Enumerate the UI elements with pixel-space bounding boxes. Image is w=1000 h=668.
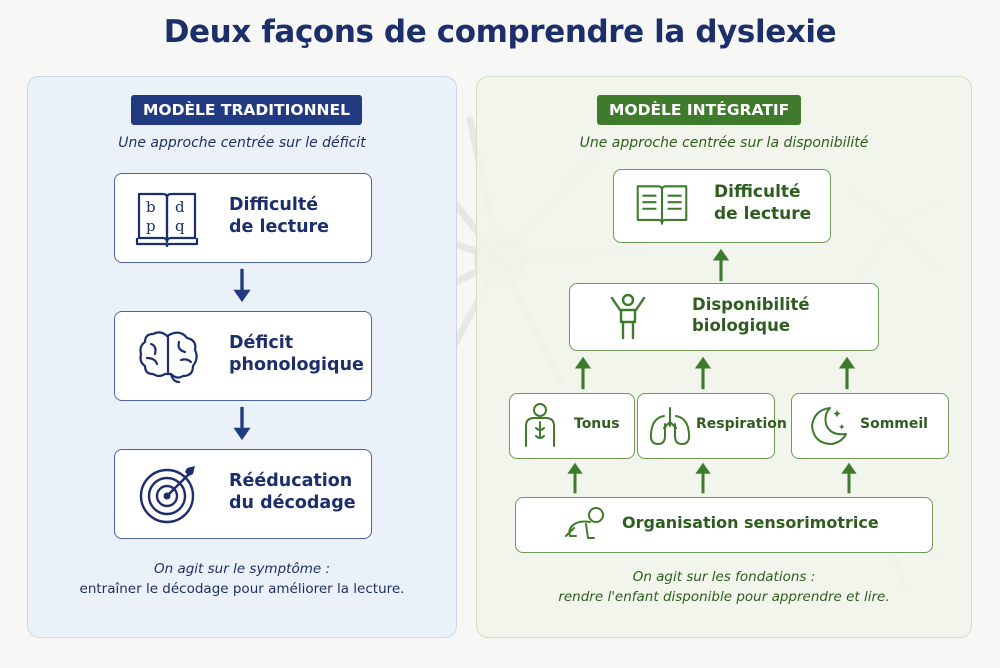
integrative-footer-line-1: On agit sur les fondations : bbox=[632, 569, 816, 585]
open-book-icon bbox=[636, 185, 688, 225]
traditional-model-panel: MODÈLE TRADITIONNEL Une approche centrée… bbox=[27, 76, 457, 638]
open-book-bdpq-icon: b d p q bbox=[135, 192, 199, 248]
step-3-line-1: Rééducation bbox=[229, 471, 353, 491]
brain-icon bbox=[139, 331, 198, 384]
sensorimotor-organisation: Organisation sensorimotrice bbox=[515, 497, 933, 553]
pillar-respiration-label: Respiration bbox=[696, 416, 787, 432]
target-icon bbox=[139, 466, 195, 524]
pillar-tonus: Tonus bbox=[509, 393, 635, 459]
pillar-sommeil-label: Sommeil bbox=[860, 416, 928, 432]
arrow-up-icon bbox=[838, 356, 856, 390]
svg-text:b: b bbox=[146, 198, 156, 216]
integrative-footer-line-2: rendre l'enfant disponible pour apprendr… bbox=[558, 589, 890, 606]
arrow-down-icon bbox=[233, 268, 251, 303]
arrow-down-icon bbox=[233, 406, 251, 441]
sensorimotor-label: Organisation sensorimotrice bbox=[622, 513, 879, 532]
step-1-line-2: de lecture bbox=[229, 217, 330, 238]
step-1-line-1: Difficulté bbox=[229, 195, 319, 215]
biological-availability: Disponibilité biologique bbox=[569, 283, 879, 351]
arrow-up-icon bbox=[712, 248, 730, 282]
step-2-line-1: Déficit bbox=[229, 333, 294, 353]
arrow-up-icon bbox=[841, 462, 857, 494]
person-arms-up-icon bbox=[610, 293, 646, 340]
step-decoding-reeducation: Rééducation du décodage bbox=[114, 449, 372, 539]
step-reading-difficulty: b d p q Difficulté de lecture bbox=[114, 173, 372, 263]
pillar-sommeil: ✦ ✦ Sommeil bbox=[791, 393, 949, 459]
traditional-footer-line-2: entraîner le décodage pour améliorer la … bbox=[79, 581, 405, 598]
svg-text:q: q bbox=[175, 217, 185, 235]
pillar-respiration: Respiration bbox=[637, 393, 787, 459]
arrow-up-icon bbox=[574, 356, 592, 390]
arrow-up-icon bbox=[567, 462, 583, 494]
traditional-model-subtitle: Une approche centrée sur le déficit bbox=[118, 135, 366, 151]
integrative-model-subtitle: Une approche centrée sur la disponibilit… bbox=[579, 135, 869, 151]
step-2-line-2: phonologique bbox=[229, 355, 364, 376]
integrative-top-line-1: Difficulté bbox=[714, 182, 801, 202]
svg-text:✦: ✦ bbox=[832, 407, 842, 421]
crawling-baby-icon bbox=[565, 507, 604, 539]
integrative-footer: On agit sur les fondations : rendre l'en… bbox=[477, 567, 971, 608]
body-torso-icon bbox=[525, 403, 555, 447]
integrative-model-badge: MODÈLE INTÉGRATIF bbox=[597, 95, 802, 125]
pillar-tonus-label: Tonus bbox=[574, 416, 620, 432]
integrative-top-line-2: de lecture bbox=[714, 203, 812, 224]
traditional-footer-line-1: On agit sur le symptôme : bbox=[153, 561, 331, 577]
integrative-middle-line-2: biologique bbox=[692, 316, 791, 336]
integrative-reading-difficulty: Difficulté de lecture bbox=[613, 169, 831, 243]
integrative-middle-line-1: Disponibilité bbox=[692, 295, 810, 314]
traditional-model-badge: MODÈLE TRADITIONNEL bbox=[131, 95, 362, 125]
moon-stars-icon: ✦ ✦ bbox=[811, 407, 847, 445]
page-title: Deux façons de comprendre la dyslexie bbox=[163, 14, 837, 50]
traditional-footer: On agit sur le symptôme : entraîner le d… bbox=[28, 559, 456, 600]
svg-text:d: d bbox=[175, 198, 185, 216]
step-3-line-2: du décodage bbox=[229, 493, 356, 514]
svg-text:✦: ✦ bbox=[838, 423, 846, 433]
svg-text:p: p bbox=[146, 217, 156, 235]
integrative-model-panel: MODÈLE INTÉGRATIF Une approche centrée s… bbox=[476, 76, 972, 638]
step-phonological-deficit: Déficit phonologique bbox=[114, 311, 372, 401]
arrow-up-icon bbox=[694, 356, 712, 390]
lungs-icon bbox=[649, 407, 691, 445]
arrow-up-icon bbox=[695, 462, 711, 494]
